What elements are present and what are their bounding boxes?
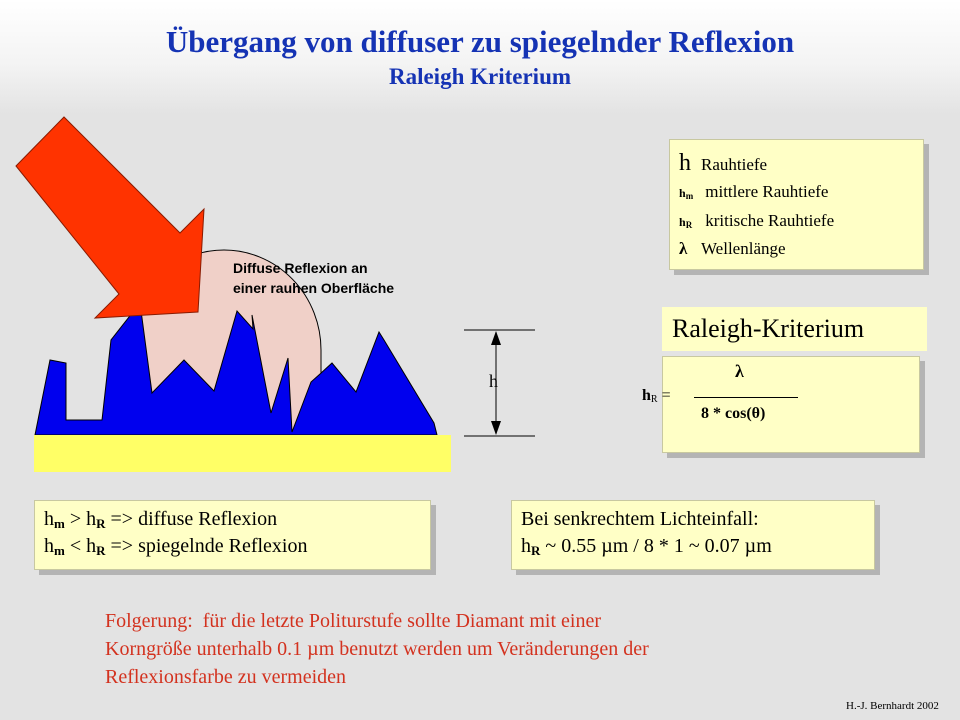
perp-line1: Bei senkrechtem Lichteinfall: <box>521 508 759 530</box>
perp-sym: h <box>521 535 531 557</box>
rough-surface-peaks <box>34 301 438 436</box>
perp-text: ~ 0.55 µm / 8 * 1 ~ 0.07 µm <box>540 535 772 557</box>
slide-title: Übergang von diffuser zu spiegelnder Ref… <box>165 24 795 59</box>
formula-lhs: hR = <box>642 387 671 405</box>
height-arrow-up <box>491 331 501 345</box>
condition-specular: hm < hR => spiegelnde Reflexion <box>44 535 307 559</box>
cond-sub: m <box>54 543 65 558</box>
slide-header: Übergang von diffuser zu spiegelnder Ref… <box>0 0 960 114</box>
incident-light-arrow <box>15 116 205 319</box>
cond-sub: m <box>54 516 65 531</box>
height-label: h <box>489 371 498 391</box>
legend-subscript: m <box>685 191 694 201</box>
legend-row-hr: hR kritische Rauhtiefe <box>679 211 834 231</box>
cond-sym: h <box>44 508 54 530</box>
legend-symbol: λ <box>679 239 688 258</box>
perp-line2: hR ~ 0.55 µm / 8 * 1 ~ 0.07 µm <box>521 535 772 559</box>
legend-symbol: h <box>679 215 686 229</box>
conclusion-line1: Folgerung: für die letzte Politurstufe s… <box>105 610 601 632</box>
cond-text: => diffuse Reflexion <box>105 508 278 530</box>
height-arrow-down <box>491 421 501 435</box>
formula-equals: = <box>661 387 671 404</box>
cond-sym: h <box>86 535 97 557</box>
legend-text: Rauhtiefe <box>701 155 768 174</box>
cond-sub: R <box>96 516 106 531</box>
formula-box <box>662 356 920 453</box>
cond-sub: R <box>96 543 106 558</box>
cond-sym: h <box>44 535 54 557</box>
condition-diffuse: hm > hR => diffuse Reflexion <box>44 508 277 532</box>
diffuse-caption-line2: einer rauhen Oberfläche <box>233 280 395 296</box>
perpendicular-box: Bei senkrechtem Lichteinfall: hR ~ 0.55 … <box>511 500 875 570</box>
legend-symbol: h <box>679 186 686 200</box>
cond-op: > <box>64 508 87 530</box>
diffuse-caption-line1: Diffuse Reflexion an <box>233 260 368 276</box>
perp-sub: R <box>531 543 541 558</box>
legend-row-hm: hm mittlere Rauhtiefe <box>679 182 828 202</box>
formula-lhs-subscript: R <box>650 394 658 405</box>
legend-subscript: R <box>685 220 693 230</box>
author-credit: H.-J. Bernhardt 2002 <box>846 700 939 712</box>
legend-text: Wellenlänge <box>701 239 786 258</box>
legend-text: kritische Rauhtiefe <box>705 211 835 230</box>
cond-sym: h <box>86 508 97 530</box>
formula-fraction-bar <box>694 397 798 398</box>
conditions-box: hm > hR => diffuse Reflexion hm < hR => … <box>34 500 431 570</box>
cond-text: => spiegelnde Reflexion <box>105 535 308 557</box>
diffuse-reflection-caption: Diffuse Reflexion an einer rauhen Oberfl… <box>233 258 394 298</box>
conclusion-text: Folgerung: für die letzte Politurstufe s… <box>105 607 649 691</box>
surface-base <box>34 435 451 472</box>
formula-title: Raleigh-Kriterium <box>662 307 927 351</box>
slide-subtitle: Raleigh Kriterium <box>388 64 572 89</box>
legend-symbol: h <box>679 150 691 176</box>
conclusion-line3: Reflexionsfarbe zu vermeiden <box>105 666 347 688</box>
legend-text: mittlere Rauhtiefe <box>705 182 829 201</box>
legend-row-h: h Rauhtiefe <box>679 150 767 177</box>
conclusion-line2: Korngröße unterhalb 0.1 µm benutzt werde… <box>105 638 649 660</box>
formula-denominator: 8 * cos(θ) <box>701 405 766 422</box>
formula-numerator: λ <box>735 361 744 381</box>
formula-lhs-symbol: h <box>642 387 651 404</box>
cond-op: < <box>64 535 87 557</box>
legend-row-lambda: λ Wellenlänge <box>679 239 786 259</box>
